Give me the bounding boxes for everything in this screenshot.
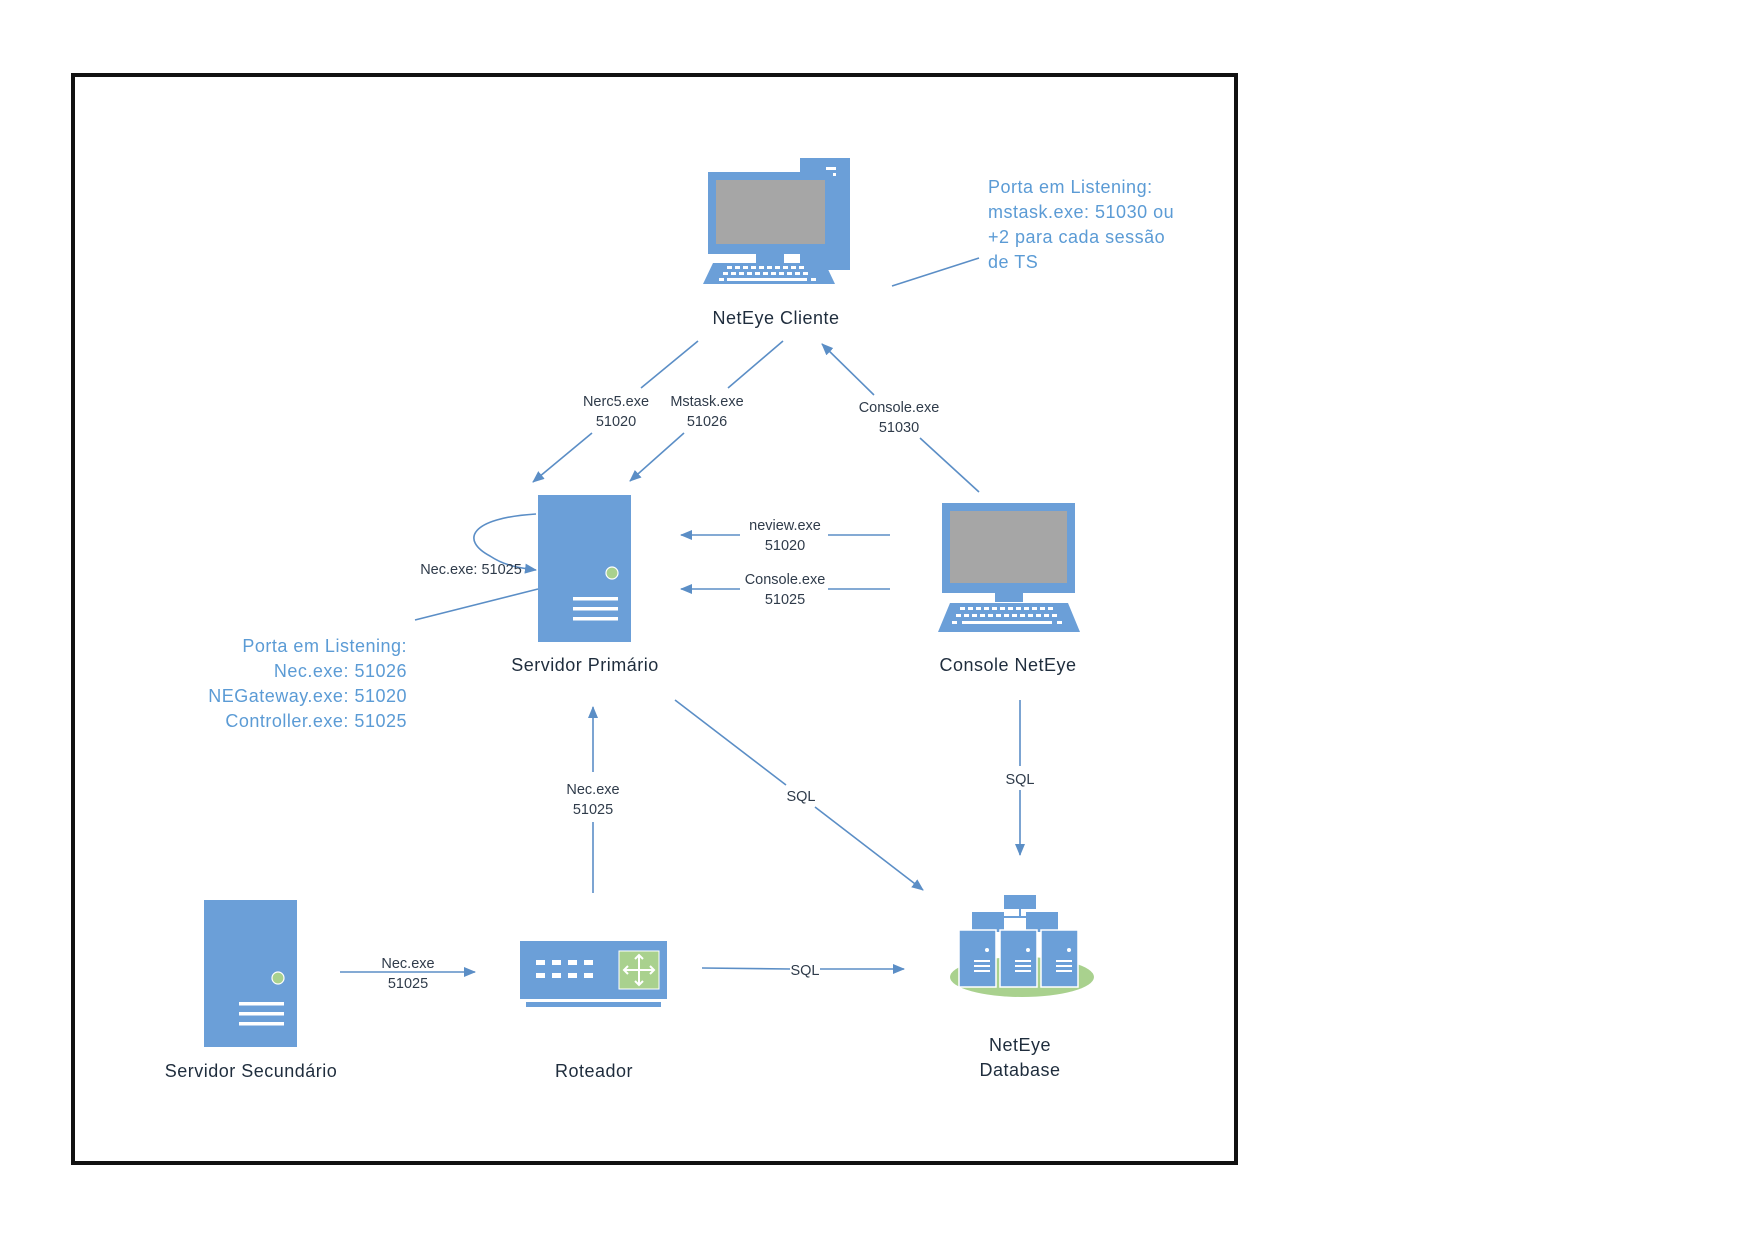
primary-note-line-3: NEGateway.exe: 51020 [208,686,407,706]
edge-router-db-label: SQL [790,963,819,979]
edge-mstask-upper [727,340,784,389]
database-servers-icon [950,895,1094,997]
router-icon [520,941,667,1007]
primary-listening-note: Porta em Listening: Nec.exe: 51026 NEGat… [208,636,407,731]
edge-nerc5-label-1: Nerc5.exe [583,394,649,410]
console-label: Console NetEye [939,655,1076,675]
client-listening-note: Porta em Listening: mstask.exe: 51030 ou… [988,177,1174,272]
edge-nec-self-loop [473,513,537,574]
edge-console-primary-label-1: Console.exe [745,572,826,588]
edge-console-client-label-1: Console.exe [859,400,940,416]
client-note-line-2: mstask.exe: 51030 ou [988,202,1174,222]
edge-neview-label-1: neview.exe [749,518,821,534]
diagram-frame [71,73,1238,1165]
secondary-label: Servidor Secundário [165,1061,338,1081]
edge-sql-primary-db-label: SQL [786,789,815,805]
edge-console-primary-label-2: 51025 [765,592,805,608]
console-laptop-icon [938,503,1080,632]
client-note-connector [891,257,980,287]
edge-nerc5-label-2: 51020 [596,414,636,430]
client-note-line-3: +2 para cada sessão [988,227,1165,247]
primary-note-connector [414,588,539,621]
edge-mstask-label-2: 51026 [687,414,727,430]
client-note-line-1: Porta em Listening: [988,177,1153,197]
edge-nerc5-upper [640,340,699,389]
edge-console-client-upper [821,343,875,396]
edge-console-client-label-2: 51030 [879,420,919,436]
edge-nerc5-arrow [532,432,593,483]
edge-sql-primary-db-upper [674,699,787,786]
primary-note-line-4: Controller.exe: 51025 [225,711,407,731]
edge-nec-router-label-1: Nec.exe [566,782,619,798]
edge-neview-label-2: 51020 [765,538,805,554]
primary-note-line-1: Porta em Listening: [242,636,407,656]
client-label: NetEye Cliente [712,308,839,328]
edge-mstask-label-1: Mstask.exe [670,394,743,410]
secondary-server-icon [204,900,297,1047]
client-note-line-4: de TS [988,252,1038,272]
primary-label: Servidor Primário [511,655,659,675]
database-label-line2: Database [979,1060,1060,1080]
database-label-line1: NetEye [989,1035,1051,1055]
edge-nec-self-label: Nec.exe: 51025 [420,562,522,578]
edge-sql-console-db-label: SQL [1005,772,1034,788]
edge-sec-router-label-1: Nec.exe [381,956,434,972]
edge-mstask-arrow [629,432,685,482]
edge-router-db-left [701,967,791,970]
edge-sql-primary-db-lower [814,806,924,891]
edge-nec-router-label-2: 51025 [573,802,613,818]
client-computer-icon [703,158,850,284]
primary-note-line-2: Nec.exe: 51026 [274,661,407,681]
primary-server-icon [538,495,631,642]
router-label: Roteador [555,1061,633,1081]
edge-sec-router-label-2: 51025 [388,976,428,992]
edge-console-client-lower [919,437,980,493]
